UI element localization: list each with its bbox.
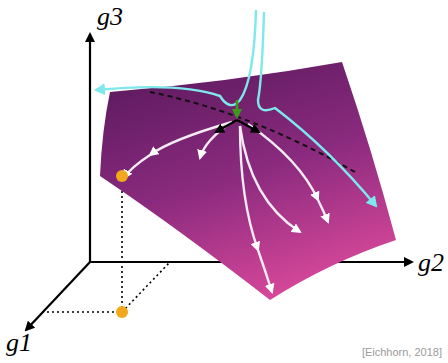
relevant-direction bbox=[236, 100, 239, 117]
critical-surface bbox=[100, 62, 396, 300]
fixed-point bbox=[116, 170, 128, 182]
separatrix bbox=[150, 92, 355, 172]
citation: [Eichhorn, 2018] bbox=[362, 346, 442, 358]
eigen-direction bbox=[216, 120, 237, 132]
g3-axis bbox=[89, 34, 91, 262]
eigen-direction bbox=[237, 120, 259, 132]
g1-axis bbox=[26, 262, 90, 330]
axis-label: g1 bbox=[6, 328, 32, 358]
axis-label: g2 bbox=[418, 248, 444, 278]
trajectory bbox=[258, 12, 376, 206]
rg-flow bbox=[124, 122, 328, 292]
axis-label: g3 bbox=[97, 2, 123, 32]
projected-point bbox=[116, 306, 128, 318]
